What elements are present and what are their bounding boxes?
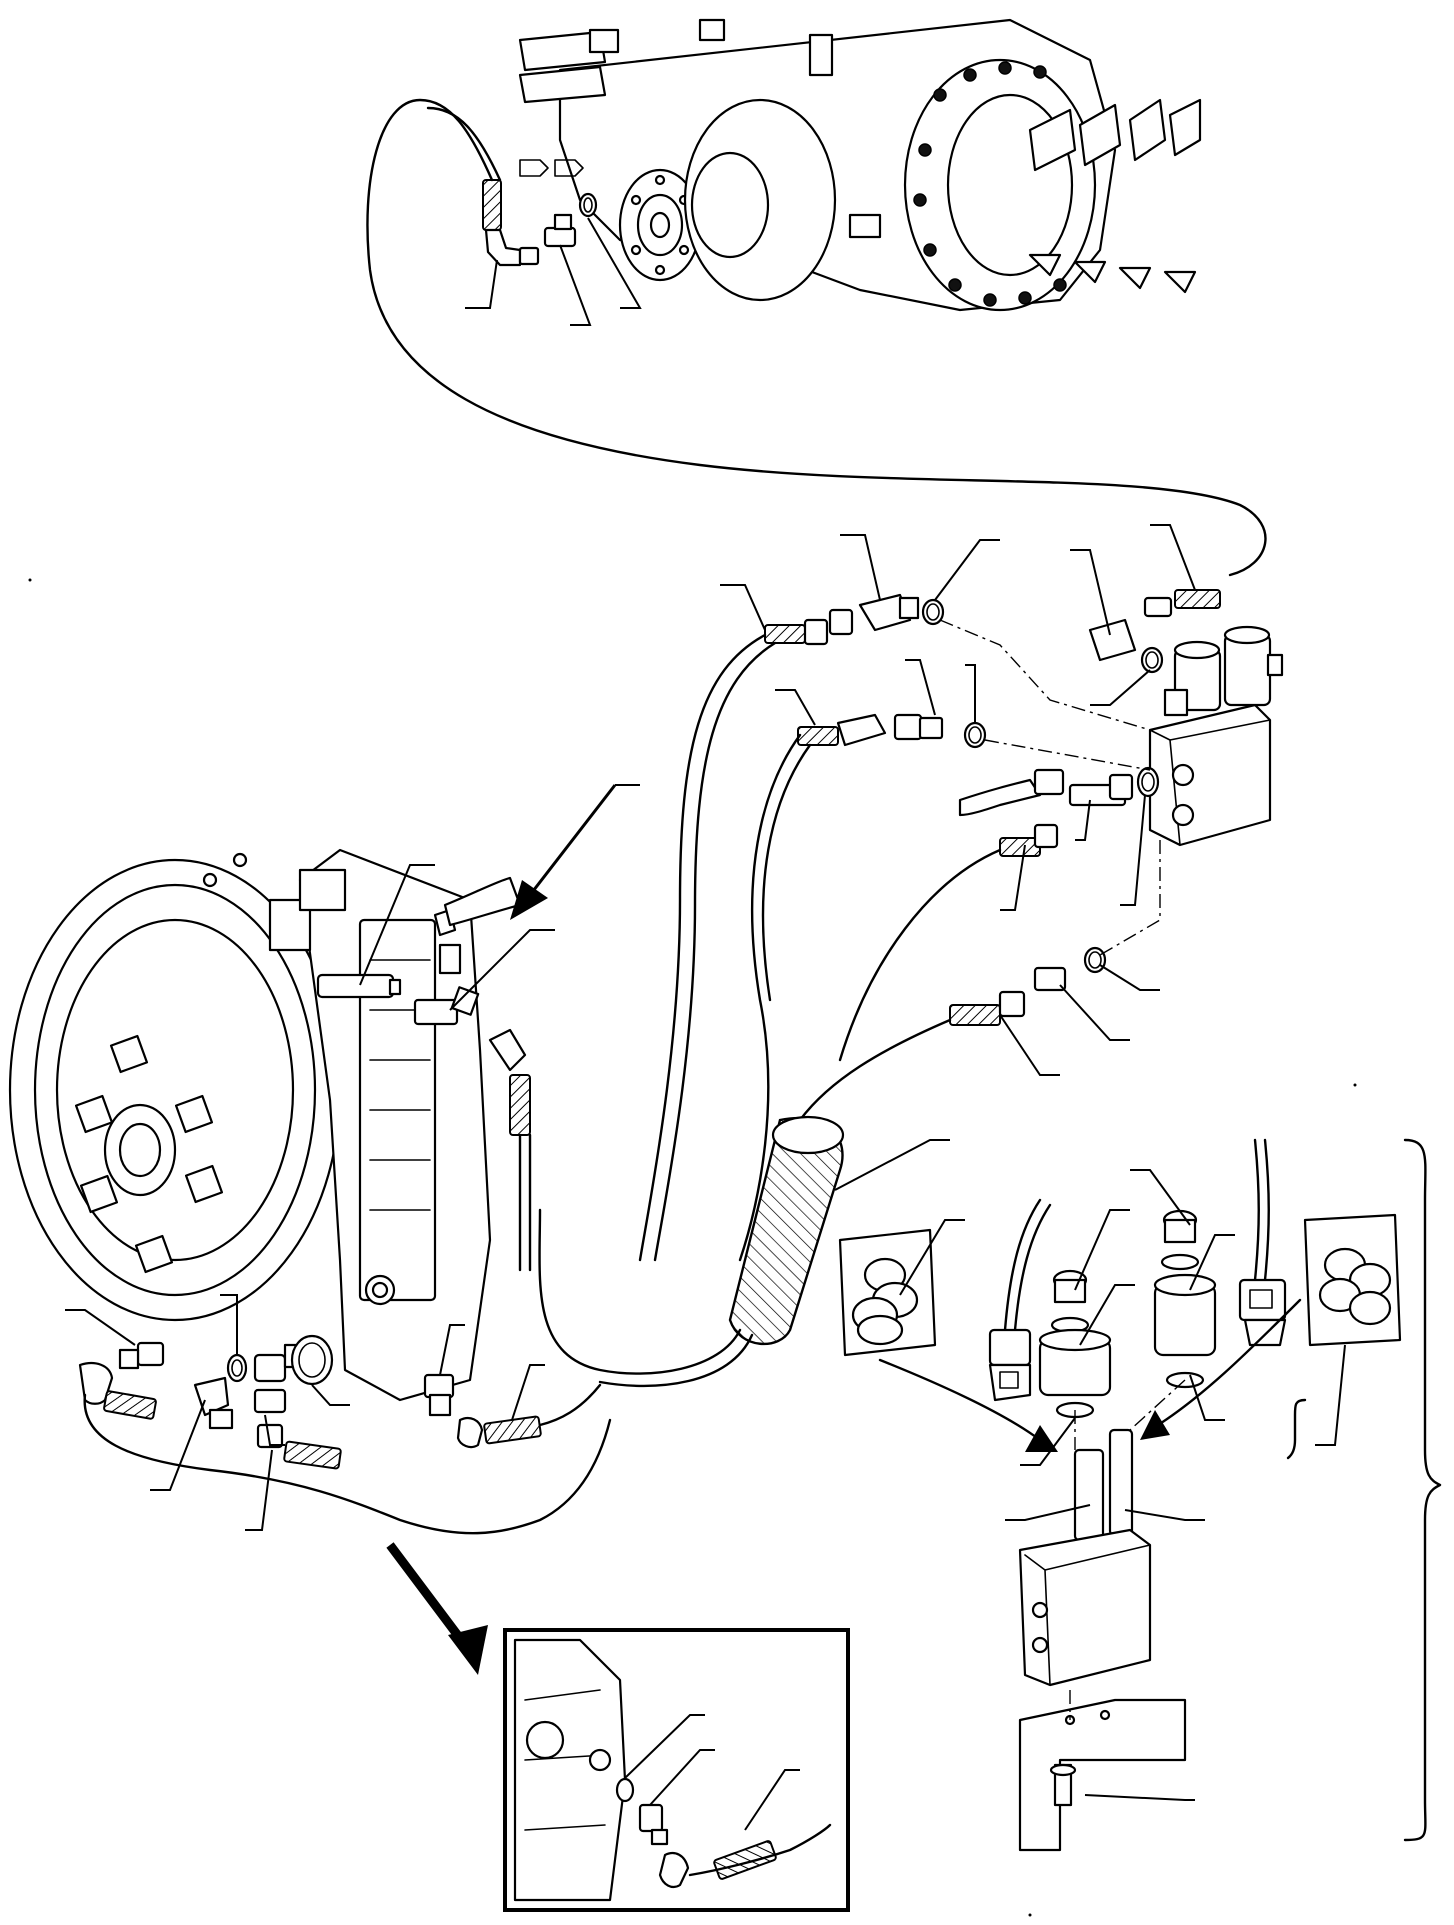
- callout-leaders-transmission: [359, 864, 555, 1011]
- transmission-housing: [8, 848, 492, 1402]
- dashed-alignment-lines: [939, 619, 1161, 956]
- hose-lines-middle: [638, 633, 1002, 1262]
- transmission-tee-fitting: [316, 876, 532, 1272]
- detail-view-arrow: [386, 1542, 488, 1675]
- transmission-bottom-fittings: [78, 1334, 612, 1535]
- o-ring: [578, 192, 598, 218]
- valve-kit-exploded: [838, 1138, 1402, 1852]
- hose-end-hatched: [482, 179, 502, 231]
- valve-block-upper: [1148, 625, 1284, 847]
- valve-fittings-upper: [764, 589, 1221, 749]
- valve-fittings-lower: [949, 766, 1160, 1026]
- axle-fittings: [482, 179, 598, 267]
- callout-leaders-valve: [720, 524, 1196, 1076]
- solenoid-coil: [1223, 633, 1272, 707]
- axle-assembly: [518, 18, 1202, 312]
- kit-arrows: [878, 1298, 1302, 1452]
- detail-inset: [503, 1628, 850, 1912]
- protective-sleeve: [728, 1115, 950, 1345]
- group-braces: [1286, 1138, 1442, 1842]
- long-hose-line-inner: [426, 106, 502, 182]
- callout-leaders-kit: [899, 1169, 1346, 1801]
- hose-bottom-loop: [538, 1208, 742, 1375]
- callout-leaders-bottom-left: [65, 1294, 545, 1531]
- adapter-fitting: [543, 226, 577, 248]
- elbow-fitting: [484, 228, 522, 267]
- drive-plate-blocks: [74, 1034, 224, 1274]
- bolt-ring: [913, 61, 1067, 307]
- callout-leaders-top: [465, 217, 642, 326]
- axle-lower-markers: [1028, 253, 1197, 294]
- axle-fins: [1028, 98, 1202, 172]
- long-hose-line: [366, 98, 1267, 577]
- direction-arrow-tee: [510, 784, 640, 920]
